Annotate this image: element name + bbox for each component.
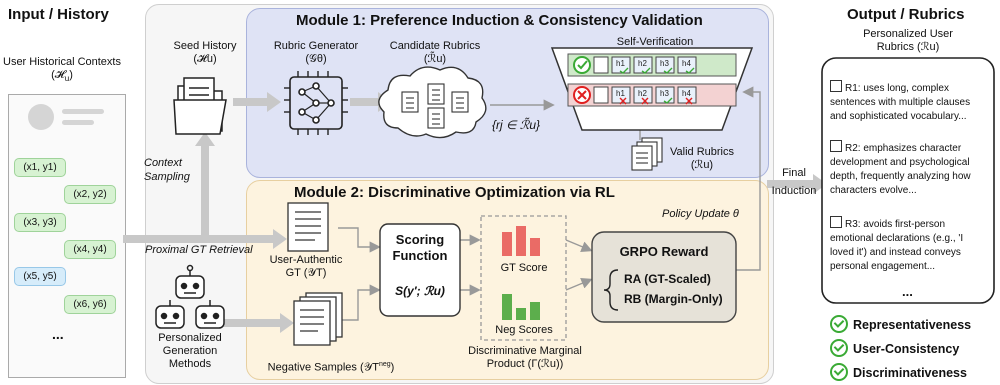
arrow-proximal-gt [123, 229, 287, 249]
proximal-gt-label: Proximal GT Retrieval [145, 244, 253, 256]
rubric-generator-label: Rubric Generator (𝒢θ) [266, 40, 366, 66]
arrow-methods-to-negative [222, 313, 294, 333]
negative-samples-sup: neg [378, 361, 391, 368]
contexts-label-text: User Historical Contexts (𝓗 [3, 56, 121, 81]
pair-chip: (x5, y5) [14, 267, 66, 286]
rubric-item: R2: emphasizes character development and… [830, 140, 988, 198]
check-circle-icon [830, 339, 848, 357]
seed-history-symbol: (𝓗u) [193, 53, 217, 65]
pair-chip: (x1, y1) [14, 158, 66, 177]
personalized-methods-label: Personalized Generation Methods [158, 332, 222, 370]
svg-text:h1: h1 [616, 89, 625, 98]
valid-rubrics-icon [631, 137, 663, 171]
history-card [8, 94, 126, 378]
input-title: Input / History [8, 6, 109, 23]
grpo-reward-box [591, 231, 737, 323]
disc-product-label: Discriminative Marginal Product (Γ(ℛu)) [468, 345, 582, 370]
history-ellipsis: ... [52, 326, 64, 342]
checkbox-icon [830, 216, 842, 228]
property-label: User-Consistency [853, 342, 960, 356]
neural-chip-icon [284, 71, 348, 135]
property-label: Representativeness [853, 318, 972, 332]
contexts-label: User Historical Contexts (𝓗u) [3, 56, 121, 84]
svg-text:h1: h1 [616, 59, 625, 68]
candidate-rubrics-label: Candidate Rubrics (ℛ̃u) [380, 40, 490, 66]
candidate-set-expression: {rj ∈ ℛ̃u} [492, 118, 541, 132]
pair-chip: (x3, y3) [14, 213, 66, 232]
policy-update-label: Policy Update θ [662, 208, 739, 220]
context-sampling-label: Context Sampling [144, 157, 190, 183]
module1-title: Module 1: Preference Induction & Consist… [296, 12, 703, 29]
rubric-item: R1: uses long, complex sentences with mu… [830, 80, 988, 124]
user-authentic-label: User-Authentic GT (𝒴T) [269, 254, 343, 279]
svg-text:h2: h2 [638, 59, 647, 68]
check-circle-icon [830, 363, 848, 381]
property-label: Discriminativeness [853, 366, 967, 380]
svg-text:h3: h3 [660, 89, 669, 98]
svg-text:h4: h4 [682, 89, 691, 98]
candidate-rubrics-symbol: (ℛ̃u) [423, 53, 447, 65]
valid-rubrics-label: Valid Rubrics (ℛu) [662, 146, 742, 172]
candidate-rubrics-text: Candidate Rubrics [389, 40, 481, 52]
rubrics-ellipsis: ... [902, 284, 913, 299]
checkbox-icon [830, 80, 842, 92]
negative-docs-icon [293, 292, 343, 346]
svg-text:h3: h3 [660, 59, 669, 68]
pair-chip: (x4, y4) [64, 240, 116, 259]
discriminative-dashed-box [480, 215, 567, 341]
scoring-function-expr: S(y′; ℛu) [395, 284, 445, 298]
gt-score-label: GT Score [500, 262, 548, 274]
final-induction-label: Final Induction [771, 167, 817, 197]
output-title: Output / Rubrics [847, 6, 965, 23]
rubric-text: R3: avoids first-person emotional declar… [830, 219, 964, 272]
profile-line-2 [62, 120, 94, 125]
pair-chip: (x6, y6) [64, 295, 116, 314]
scoring-function-box [379, 223, 461, 317]
neg-score-bars [502, 294, 540, 320]
arrow-final-induction [767, 174, 827, 194]
checkbox-icon [830, 140, 842, 152]
rubric-text: R1: uses long, complex sentences with mu… [830, 83, 971, 122]
self-verification-label: Self-Verification [616, 36, 694, 48]
pair-chip: (x2, y2) [64, 185, 116, 204]
property-item: Discriminativeness [830, 363, 967, 381]
output-card [821, 57, 995, 304]
user-avatar-icon [28, 104, 54, 130]
arrow-seed-to-generator [233, 92, 281, 112]
seed-history-text: Seed History [173, 40, 237, 52]
rubric-generator-text: Rubric Generator [273, 40, 359, 52]
output-subtitle: Personalized User Rubrics (ℛu) [863, 28, 953, 53]
svg-text:h4: h4 [682, 59, 691, 68]
check-circle-icon [830, 315, 848, 333]
contexts-label-sub: u [64, 74, 70, 84]
gt-score-bars [502, 226, 540, 256]
robot-icon [155, 264, 225, 329]
property-item: Representativeness [830, 315, 971, 333]
svg-text:h2: h2 [638, 89, 647, 98]
folder-icon [173, 77, 227, 135]
verification-funnel: h1 h2 h3 h4 h1 h2 h3 h4 [550, 47, 754, 131]
reward-ra: RA (GT-Scaled) [624, 272, 711, 286]
rubric-item: R3: avoids first-person emotional declar… [830, 216, 988, 274]
valid-rubrics-symbol: (ℛu) [690, 159, 714, 171]
thin-connectors [338, 86, 761, 321]
scoring-function-title: Scoring Function [392, 232, 448, 263]
reward-rb: RB (Margin-Only) [624, 292, 723, 306]
module2-title: Module 2: Discriminative Optimization vi… [294, 184, 615, 201]
valid-rubrics-text: Valid Rubrics [670, 146, 734, 158]
neg-scores-label: Neg Scores [495, 324, 553, 336]
negative-samples-text: Negative Samples (𝒴T [267, 361, 379, 374]
seed-history-label: Seed History (𝓗u) [164, 40, 246, 66]
negative-samples-label: Negative Samples (𝒴Tneg) [267, 361, 395, 374]
gt-document-icon [287, 202, 329, 252]
property-item: User-Consistency [830, 339, 959, 357]
rubric-text: R2: emphasizes character development and… [830, 143, 971, 196]
arrow-context-sampling [123, 132, 215, 243]
rubric-doc-icon [401, 83, 469, 129]
rubric-generator-symbol: (𝒢θ) [305, 53, 327, 65]
grpo-title: GRPO Reward [619, 244, 709, 259]
profile-line-1 [62, 109, 104, 114]
